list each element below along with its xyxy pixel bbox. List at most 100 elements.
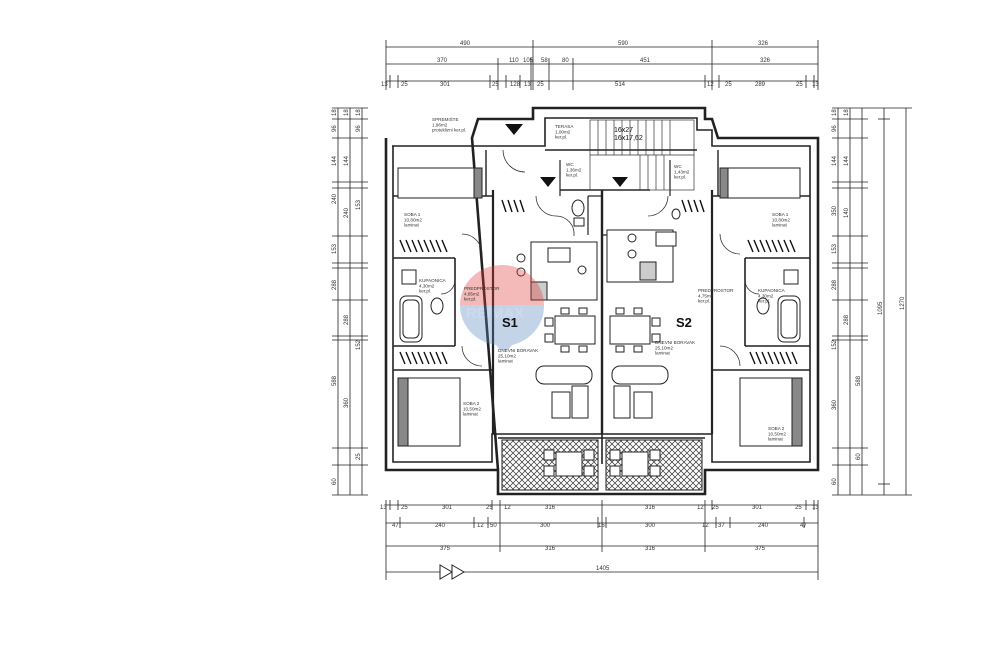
label-line: ker.pl. [698, 299, 710, 304]
dim-right-a: 18 [832, 109, 838, 116]
dim-right-total-2: 1270 [900, 296, 906, 310]
dim-bot-1h: 12 [697, 505, 704, 511]
terrace-right [605, 439, 703, 491]
dim-right-o: 60 [856, 453, 862, 460]
dim-bot-1l: 13 [812, 505, 819, 511]
bathroom-fixtures [399, 199, 801, 343]
dim-bot-2c: 12 [477, 523, 484, 529]
label-line: 16x17,62 [614, 135, 643, 142]
dim-top-3e: 128 [510, 82, 521, 88]
dim-left-r: 25 [356, 453, 362, 460]
label-line: 10,80m2 [404, 217, 422, 222]
sofas [535, 365, 669, 419]
label-line: 10,50m2 [463, 406, 481, 411]
dim-bot-1b: 25 [401, 505, 408, 511]
dim-bot-1j: 301 [752, 505, 763, 511]
remax-watermark-logo: RE/MAX [459, 265, 545, 350]
toilet-icon [756, 297, 770, 315]
dim-bot-2d: 50 [490, 523, 497, 529]
top-dimension-chains [385, 40, 819, 90]
terrace-table-icon [555, 451, 583, 477]
label-line: 4,30m2 [419, 283, 435, 288]
label-line: 1,43m2 [674, 169, 690, 174]
coffee-table-icon [633, 391, 653, 419]
dim-left-p: 153 [356, 199, 362, 210]
label-line: PREDPROSTOR [464, 286, 500, 291]
dim-left-j: 144 [344, 155, 350, 166]
label-line: 4,75m2 [698, 293, 714, 298]
bed-icon [397, 167, 479, 199]
dim-right-e: 153 [832, 243, 838, 254]
left-dimension-labels: 18 96 144 240 153 288 588 60 18 144 240 … [332, 109, 362, 485]
dim-top-3l: 25 [796, 82, 803, 88]
dim-bot-2k: 47 [800, 523, 807, 529]
right-dimension-chains [832, 107, 912, 496]
left-dimension-chains [332, 107, 368, 496]
label-line: SOBA 2 [768, 426, 785, 431]
unit-label-s2: S2 [676, 315, 692, 330]
dim-left-g: 588 [332, 375, 338, 386]
dim-right-g: 152 [832, 339, 838, 350]
dim-bot-3a: 375 [440, 546, 451, 552]
dim-left-k: 240 [344, 207, 350, 218]
dim-right-f: 288 [832, 279, 838, 290]
label-line: laminat [463, 412, 479, 417]
dim-top-3j: 25 [725, 82, 732, 88]
sink-icon [655, 231, 677, 247]
label-line: laminat [768, 437, 784, 442]
label-line: SOBA 1 [772, 212, 789, 217]
dim-top-3a: 13 [381, 82, 388, 88]
dim-right-total-1: 1095 [878, 301, 884, 315]
dim-bot-2i: 37 [718, 523, 725, 529]
dim-right-l: 140 [844, 207, 850, 218]
dim-top-3m: 13 [812, 82, 819, 88]
terrace-table-icon [621, 451, 649, 477]
dim-top-1b: 590 [618, 41, 629, 47]
right-dimension-labels: 18 96 144 350 153 288 152 360 60 18 144 … [832, 109, 906, 485]
label-line: WC [566, 162, 574, 167]
dim-left-a: 18 [332, 109, 338, 116]
dim-bot-3c: 316 [645, 546, 656, 552]
label-line: PREDPROSTOR [698, 288, 734, 293]
dim-left-q: 152 [356, 339, 362, 350]
direction-arrows [505, 124, 628, 187]
toilet-icon [571, 199, 585, 217]
dim-top-1a: 490 [460, 41, 471, 47]
dim-left-e: 153 [332, 243, 338, 254]
label-line: 1,96m2 [432, 122, 448, 127]
dining-table-icon [609, 315, 651, 345]
dining-tables [544, 307, 661, 353]
label-line: 25,10m2 [498, 353, 516, 358]
sink-icon [783, 269, 799, 285]
dim-top-2c: 105 [523, 58, 534, 64]
label-line: SPREMIŠTE [432, 116, 459, 122]
dim-left-d: 240 [332, 193, 338, 204]
watermark-text: RE/MAX [466, 305, 524, 322]
label-line: SOBA 1 [404, 212, 421, 217]
top-dimension-labels: 490 590 326 370 110 105 58 80 451 326 13… [381, 41, 819, 88]
sink-icon [573, 217, 585, 227]
dim-left-l: 288 [344, 314, 350, 325]
dim-left-n: 18 [356, 109, 362, 116]
dim-top-3k: 289 [755, 82, 766, 88]
label-line: ker.pl. [674, 175, 686, 180]
dim-left-m: 360 [344, 397, 350, 408]
label-line: laminat [404, 223, 420, 228]
dim-right-d: 350 [832, 205, 838, 216]
dim-right-h: 360 [832, 399, 838, 410]
dim-top-3h: 514 [615, 82, 626, 88]
dim-bot-1i: 25 [712, 505, 719, 511]
label-line: WC [674, 164, 682, 169]
dim-left-i: 18 [344, 109, 350, 116]
dim-left-o: 96 [356, 125, 362, 132]
label-line: ker.pl. [758, 299, 770, 304]
